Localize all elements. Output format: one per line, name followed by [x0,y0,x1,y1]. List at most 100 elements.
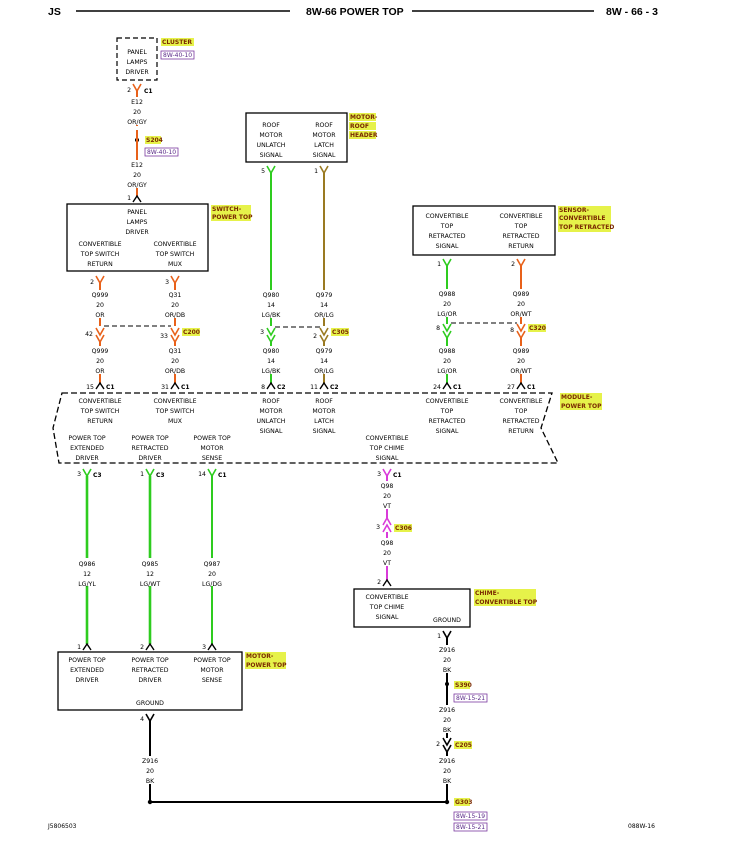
cluster-label-1: PANEL [127,49,147,56]
svg-text:C306: C306 [395,525,412,532]
svg-text:MOTOR: MOTOR [259,132,283,139]
svg-text:Q988: Q988 [439,291,456,298]
svg-text:CONVERTIBLE: CONVERTIBLE [499,398,542,405]
connector-c200: 42 33 C200 [85,325,200,344]
wire-label-q980-b: Q980 14 LG/BK [255,346,287,375]
svg-text:MOTOR-: MOTOR- [350,114,378,121]
svg-text:Z916: Z916 [439,707,455,714]
svg-text:20: 20 [208,571,216,578]
svg-text:CONVERTIBLE: CONVERTIBLE [499,213,542,220]
svg-text:TOP: TOP [514,408,528,415]
svg-text:3: 3 [77,471,81,478]
svg-text:POWER TOP: POWER TOP [131,657,169,664]
svg-text:1: 1 [140,471,144,478]
svg-text:BK: BK [443,727,452,734]
svg-text:POWER TOP: POWER TOP [561,403,602,410]
svg-text:Q980: Q980 [263,292,280,299]
svg-text:Q98: Q98 [381,540,394,547]
svg-text:POWER TOP: POWER TOP [193,435,231,442]
svg-text:CONVERTIBLE: CONVERTIBLE [425,398,468,405]
svg-text:MOTOR: MOTOR [200,445,224,452]
svg-text:SIGNAL: SIGNAL [376,455,399,462]
svg-text:ROOF: ROOF [350,123,369,130]
svg-text:8: 8 [261,384,265,391]
connector-module-c1-24: 24 C1 [433,381,462,391]
svg-text:8: 8 [436,325,440,332]
splice-s204: S204 8W-40-10 [135,136,179,157]
svg-text:POWER TOP: POWER TOP [212,214,253,221]
svg-text:TOP SWITCH: TOP SWITCH [80,408,120,415]
svg-text:OR/DB: OR/DB [165,368,185,375]
svg-text:Q31: Q31 [169,292,182,299]
wire-label-z916-d: Z916 20 BK [431,756,463,785]
svg-text:Q979: Q979 [316,348,333,355]
svg-text:CONVERTIBLE: CONVERTIBLE [425,213,468,220]
svg-text:DRIVER: DRIVER [75,677,99,684]
connector-roof-pin1: 1 [314,165,329,175]
wire-label-q979-a: Q979 14 OR/LG [308,290,340,319]
svg-text:Q987: Q987 [204,561,221,568]
connector-module-c1-15: 15 C1 [86,381,115,391]
svg-text:TOP CHIME: TOP CHIME [369,445,404,452]
wire-label-q988-a: Q988 20 LG/OR [431,289,463,318]
wire-label-q987: Q987 20 LG/DG [196,558,228,588]
svg-text:15: 15 [86,384,94,391]
svg-text:1: 1 [437,261,441,268]
connector-switch-in: 1 [127,194,142,203]
svg-text:2: 2 [140,644,144,651]
wire-label-z916-c: Z916 20 BK [431,705,463,734]
svg-text:SENSE: SENSE [202,677,222,684]
svg-text:OR: OR [95,312,105,319]
module-power-top: MODULE- POWER TOP CONVERTIBLE TOP SWITCH… [52,392,602,464]
splice-s390: S390 8W-15-21 [445,681,488,703]
svg-text:DRIVER: DRIVER [138,455,162,462]
chime-convertible-top: CONVERTIBLE TOP CHIME SIGNAL GROUND CHIM… [353,588,538,628]
motor-power-top: POWER TOP EXTENDED DRIVER POWER TOP RETR… [57,651,287,711]
svg-text:CONVERTIBLE: CONVERTIBLE [78,398,121,405]
svg-text:Q999: Q999 [92,348,109,355]
svg-text:12: 12 [83,571,91,578]
footer-right: 088W-16 [628,823,655,830]
svg-text:PANEL: PANEL [127,209,147,216]
svg-text:20: 20 [96,358,104,365]
svg-text:8W-15-19: 8W-15-19 [456,813,485,820]
wire-label-q31-b: Q31 20 OR/DB [159,346,191,375]
svg-text:CONVERTIBLE: CONVERTIBLE [559,215,605,222]
svg-text:RETRACTED: RETRACTED [429,418,466,425]
wire-label-q98-b: Q98 20 VT [373,538,401,567]
svg-text:OR/GY: OR/GY [127,119,147,126]
svg-text:C200: C200 [183,329,200,336]
svg-text:4: 4 [140,716,144,723]
svg-text:Q986: Q986 [79,561,96,568]
svg-text:2: 2 [90,279,94,286]
svg-text:SIGNAL: SIGNAL [376,614,399,621]
svg-text:Q980: Q980 [263,348,280,355]
svg-text:TOP: TOP [514,223,528,230]
svg-text:20: 20 [133,109,141,116]
svg-text:SENSOR-: SENSOR- [559,207,589,214]
svg-text:UNLATCH: UNLATCH [257,142,286,149]
svg-text:SIGNAL: SIGNAL [260,428,283,435]
wire-label-q999-a: Q999 20 OR [86,290,114,319]
connector-motor-pin2: 2 [140,642,155,651]
connector-c320: 8 8 C320 [436,322,546,340]
connector-module-c1-31: 31 C1 [161,381,190,391]
switch-power-top: PANEL LAMPS DRIVER CONVERTIBLE TOP SWITC… [66,203,253,272]
svg-text:TOP CHIME: TOP CHIME [369,604,404,611]
svg-text:GROUND: GROUND [136,700,164,707]
svg-text:HEADER: HEADER [350,132,378,139]
svg-text:14: 14 [198,471,206,478]
cluster-tag: CLUSTER [162,39,192,46]
svg-text:SWITCH-: SWITCH- [212,206,242,213]
svg-text:27: 27 [507,384,515,391]
svg-text:C3: C3 [156,472,165,479]
svg-text:CONVERTIBLE: CONVERTIBLE [365,435,408,442]
svg-text:CONVERTIBLE: CONVERTIBLE [153,398,196,405]
wire-label-z916-b: Z916 20 BK [431,645,463,674]
svg-text:MUX: MUX [168,261,183,268]
svg-text:2: 2 [511,261,515,268]
svg-text:20: 20 [171,358,179,365]
svg-text:8W-15-21: 8W-15-21 [456,824,485,831]
svg-text:14: 14 [320,302,328,309]
